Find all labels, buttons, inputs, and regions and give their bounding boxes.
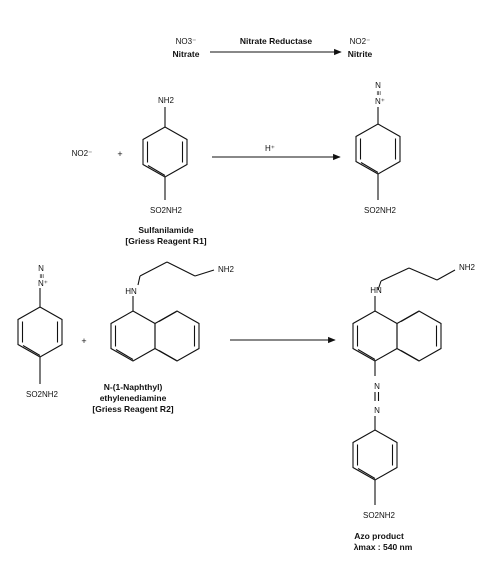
acid-condition: H⁺ [265, 144, 275, 153]
step-diazotization: NO2⁻ + NH2 SO2NH2 Sulfanilamide [Griess … [72, 81, 401, 246]
azo-n-upper: N [374, 382, 380, 391]
nitrate-formula: NO3⁻ [176, 37, 197, 46]
sulfanilamide-name: Sulfanilamide [138, 225, 194, 235]
diazonium-sulfonamide: SO2NH2 [364, 206, 397, 215]
step-nitrate-reduction: NO3⁻ Nitrate Nitrate Reductase NO2⁻ Nitr… [173, 36, 373, 59]
ned-hn-label: HN [125, 287, 137, 296]
sulfanilamide-amine: NH2 [158, 96, 175, 105]
sulfanilamide-structure [142, 107, 188, 200]
diazonium-n-plus: N⁺ [375, 97, 385, 106]
plus-sign-2: + [81, 336, 86, 346]
ned-nh2-label: NH2 [218, 265, 235, 274]
azo-hn-label: HN [370, 286, 382, 295]
diazonium-reactant-structure [17, 288, 63, 384]
nitrate-reductase-label: Nitrate Reductase [240, 36, 313, 46]
azo-sulfonamide: SO2NH2 [363, 511, 396, 520]
nitrite-label: Nitrite [348, 49, 373, 59]
nitrite-formula: NO2⁻ [350, 37, 371, 46]
diazo-reactant-sulfonamide: SO2NH2 [26, 390, 59, 399]
diazo-reactant-triple-bond: ≡ [37, 274, 46, 279]
azo-lambda-max: λmax : 540 nm [354, 542, 413, 552]
step-azo-coupling: N ≡ N⁺ SO2NH2 + HN NH2 N-(1-Naphthyl) et… [17, 261, 476, 552]
ned-name-line-1: N-(1-Naphthyl) [104, 382, 163, 392]
diazo-reactant-n-terminal: N [38, 264, 44, 273]
diazonium-triple-bond: ≡ [374, 91, 383, 96]
azo-n-lower: N [374, 406, 380, 415]
azo-nh2-label: NH2 [459, 263, 476, 272]
ned-name-line-2: ethylenediamine [100, 393, 167, 403]
plus-sign-1: + [117, 149, 122, 159]
griess-reagent-r2-label: [Griess Reagent R2] [92, 404, 173, 414]
nitrate-label: Nitrate [173, 49, 200, 59]
ned-structure [110, 261, 215, 362]
azo-product-structure [352, 267, 456, 505]
griess-reagent-r1-label: [Griess Reagent R1] [125, 236, 206, 246]
azo-product-name: Azo product [354, 531, 404, 541]
diazonium-product-structure [355, 107, 401, 200]
sulfanilamide-sulfonamide: SO2NH2 [150, 206, 183, 215]
nitrite-reactant: NO2⁻ [72, 149, 93, 158]
diazo-reactant-n-plus: N⁺ [38, 279, 48, 288]
diazonium-n-terminal: N [375, 81, 381, 90]
